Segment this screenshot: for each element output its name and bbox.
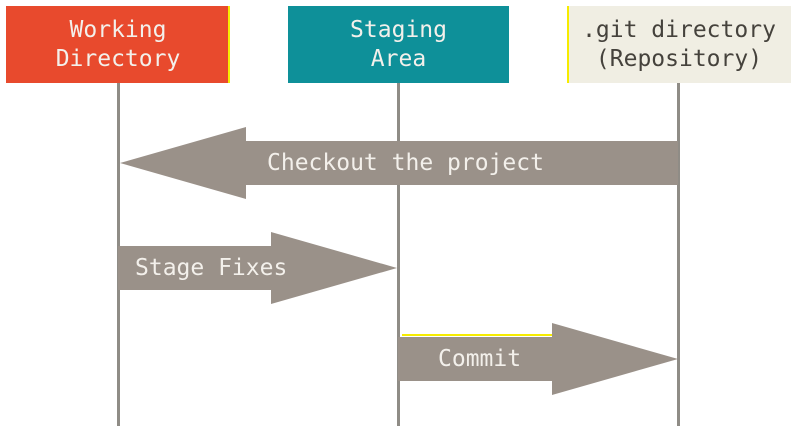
commit-arrow: Commit — [398, 323, 679, 395]
git-directory-box: .git directory (Repository) — [567, 6, 791, 83]
working-directory-box: Working Directory — [6, 6, 230, 83]
checkout-arrow: Checkout the project — [120, 127, 678, 199]
staging-area-box: Staging Area — [288, 6, 509, 83]
working-directory-label: Working Directory — [55, 16, 181, 72]
checkout-arrow-label: Checkout the project — [267, 150, 544, 176]
arrowhead-right-icon — [271, 232, 397, 304]
yellow-accent-edge — [228, 6, 230, 83]
stage-fixes-arrow-label: Stage Fixes — [135, 255, 288, 281]
checkout-arrow-shaft — [246, 141, 678, 185]
commit-arrow-label: Commit — [438, 346, 522, 372]
arrowhead-left-icon — [120, 127, 246, 199]
stage-fixes-arrow: Stage Fixes — [118, 232, 398, 304]
yellow-accent-line — [402, 334, 552, 336]
staging-area-lifeline — [397, 83, 400, 426]
arrowhead-right-icon — [552, 323, 678, 395]
stage-fixes-arrow-shaft — [118, 246, 271, 290]
git-directory-label: .git directory (Repository) — [582, 16, 776, 72]
yellow-accent-edge — [567, 6, 569, 83]
git-directory-lifeline — [677, 83, 680, 426]
commit-arrow-shaft — [398, 337, 552, 381]
staging-area-label: Staging Area — [350, 16, 447, 72]
